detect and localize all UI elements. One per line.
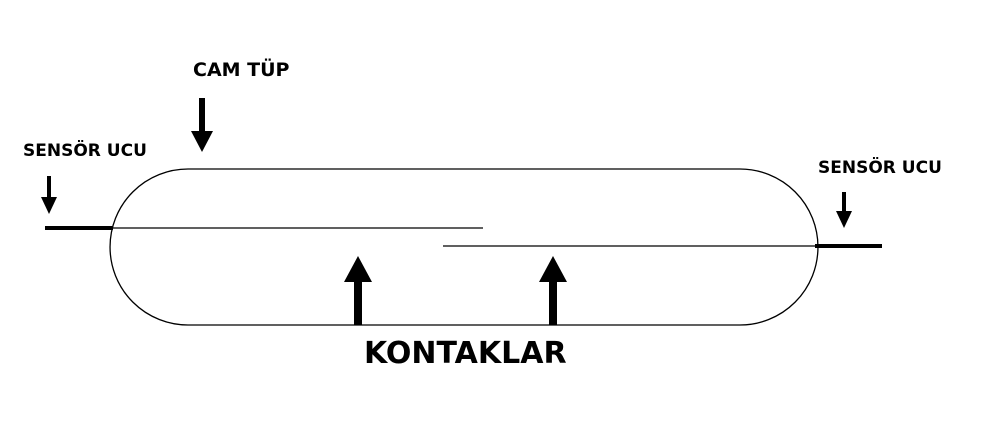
sensor-end-left-label: SENSÖR UCU: [23, 141, 147, 161]
arrow-down-icon-sensor-right: [836, 192, 852, 228]
glass-tube-label: CAM TÜP: [193, 59, 290, 81]
arrow-up-icon-contact-right: [539, 256, 567, 325]
contacts-label: KONTAKLAR: [364, 336, 567, 371]
arrow-down-icon-sensor-left: [41, 176, 57, 214]
sensor-end-right-label: SENSÖR UCU: [818, 158, 942, 178]
glass-tube: [109, 168, 819, 326]
arrow-down-icon-glass-tube: [191, 98, 213, 152]
arrow-up-icon-contact-left: [344, 256, 372, 325]
